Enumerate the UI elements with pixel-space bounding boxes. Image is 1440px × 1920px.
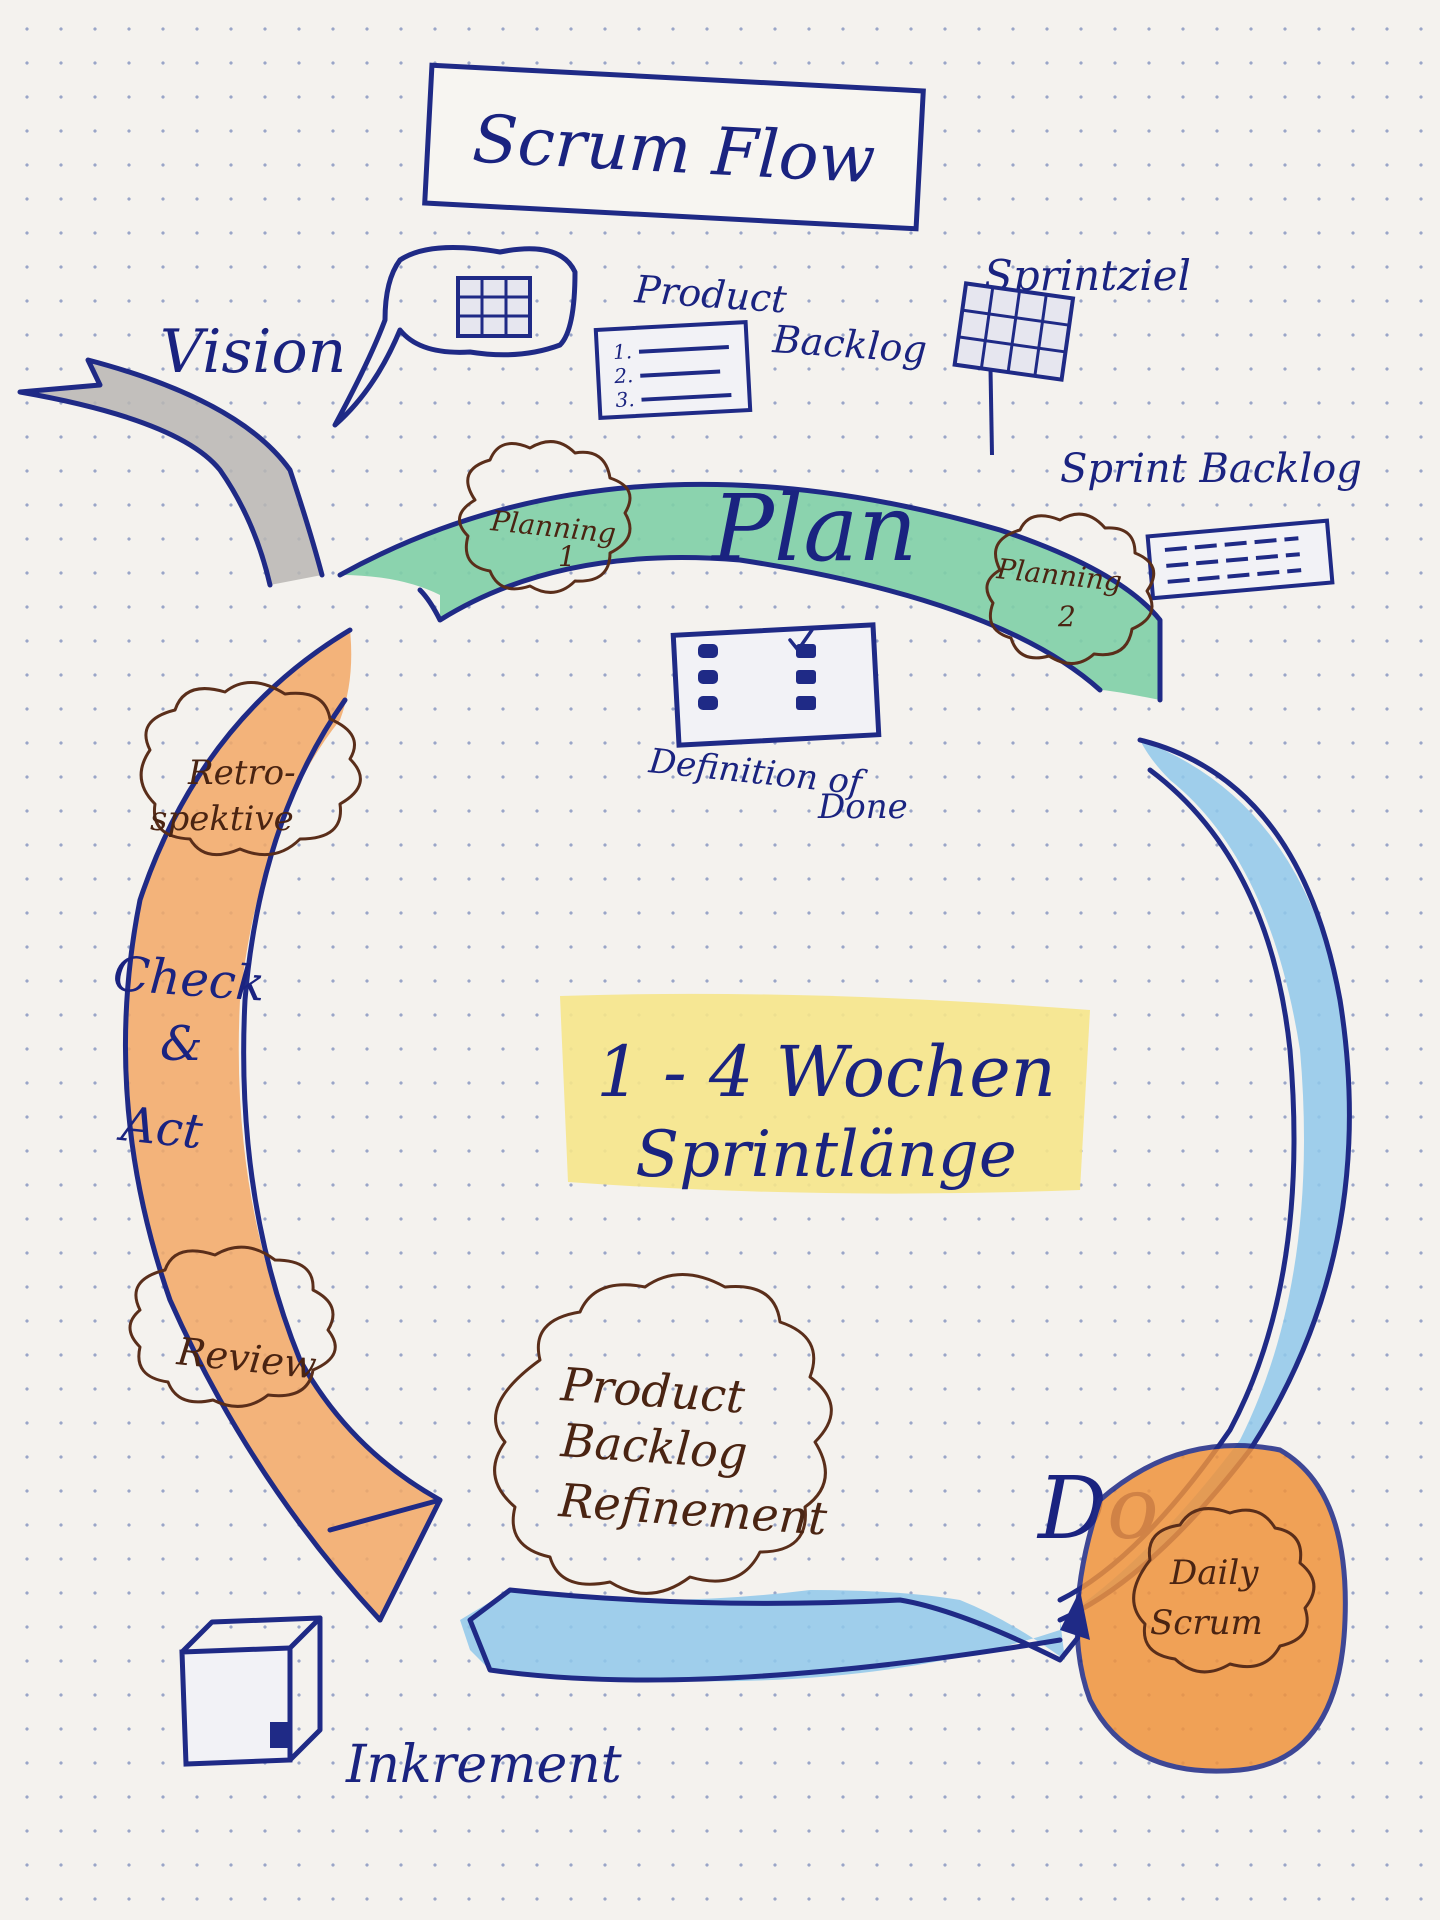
vision-arrow — [20, 360, 322, 585]
daily-scrum-label-line1: Daily — [1169, 1553, 1259, 1593]
vision-arrow-outline — [17, 357, 325, 588]
check-act-arrow-outline-outer — [122, 627, 383, 1623]
retrospektive-cloud — [139, 681, 362, 857]
inkrement-label: Inkrement — [345, 1735, 622, 1795]
vision-label: Vision — [160, 317, 346, 387]
sprint-backlog-label: Sprint Backlog — [1060, 446, 1362, 492]
check-act-arrow — [125, 630, 441, 1620]
definition-of-done-line2: Done — [817, 787, 908, 827]
product-backlog-label-line2: Backlog — [770, 317, 928, 372]
definition-of-done-icon — [670, 622, 882, 748]
sprint-length-line2: Sprintlänge — [635, 1118, 1017, 1192]
sprint-length-line1: 1 - 4 Wochen — [596, 1031, 1056, 1113]
planning-2-cloud — [985, 512, 1156, 665]
vision-grid-icon — [456, 276, 532, 338]
check-act-arrow-head — [327, 1497, 443, 1623]
sprintziel-flag-icon — [952, 281, 1076, 382]
product-backlog-label-line1: Product — [632, 267, 788, 322]
review-label: Review — [174, 1329, 319, 1387]
svg-text:3.: 3. — [615, 387, 635, 412]
retrospektive-label-line2: spektive — [150, 799, 294, 839]
plan-arrow — [340, 484, 1160, 700]
daily-scrum-arrow-tip — [1060, 1590, 1090, 1640]
sprint-length-box — [560, 993, 1090, 1194]
check-act-label-line3: Act — [115, 1096, 206, 1161]
do-arrow-head — [467, 1587, 1083, 1683]
refinement-label-line2: Backlog — [558, 1413, 749, 1480]
refinement-label-line3: Refinement — [556, 1473, 829, 1546]
sprint-backlog-icon — [1145, 518, 1335, 601]
refinement-label-line1: Product — [558, 1357, 747, 1424]
daily-scrum-cloud — [1132, 1507, 1316, 1674]
refinement-cloud — [493, 1273, 833, 1595]
check-act-label-line2: & — [160, 1016, 203, 1072]
do-arrow — [460, 740, 1350, 1682]
product-backlog-list: 1. 2. 3. — [612, 339, 732, 412]
planning-1-cloud — [458, 440, 632, 594]
review-cloud — [128, 1245, 337, 1408]
planning-1-label-line2: 1 — [558, 540, 576, 573]
plan-label: Plan — [710, 475, 917, 582]
vision-speech-bubble — [332, 245, 578, 428]
daily-scrum-blob — [1074, 1443, 1348, 1774]
svg-text:1.: 1. — [612, 339, 632, 364]
check-act-arrow-outline-inner — [241, 697, 443, 1503]
planning-2-label-line2: 2 — [1057, 600, 1076, 633]
retrospektive-label-line1: Retro- — [187, 753, 296, 793]
title-box — [422, 62, 926, 232]
plan-arrow-outline — [337, 481, 1163, 703]
svg-text:2.: 2. — [613, 363, 634, 388]
check-act-label-line1: Check — [111, 946, 267, 1012]
daily-scrum-label-line2: Scrum — [1150, 1603, 1263, 1643]
inkrement-cube-icon — [179, 1615, 323, 1767]
